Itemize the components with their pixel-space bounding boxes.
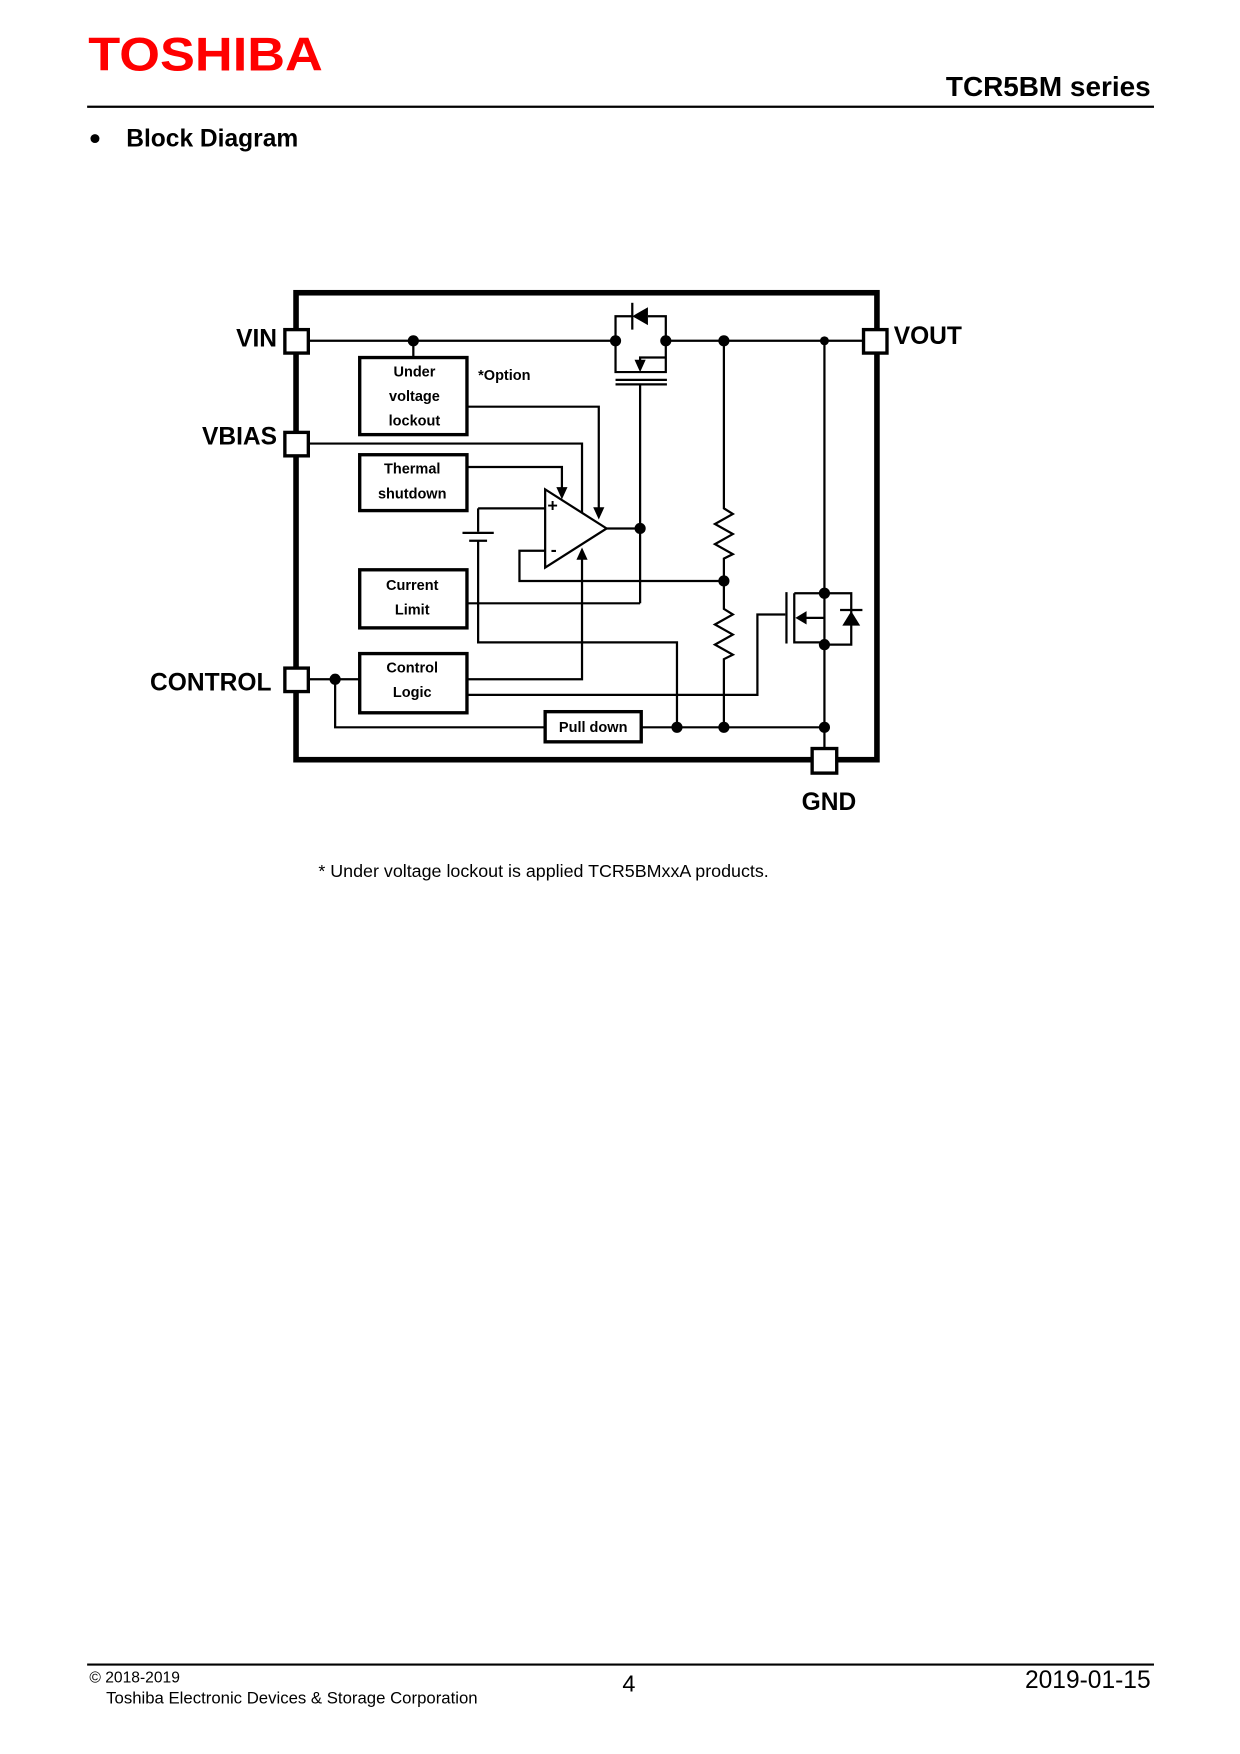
copyright: © 2018-2019 bbox=[89, 1669, 180, 1686]
ic-outline bbox=[293, 289, 880, 763]
toshiba-logo: TOSHIBA bbox=[88, 28, 323, 80]
uvlo-block: Under voltage lockout bbox=[358, 355, 469, 437]
error-amplifier bbox=[544, 487, 609, 570]
company-name: Toshiba Electronic Devices & Storage Cor… bbox=[106, 1689, 477, 1708]
section-title: Block Diagram bbox=[126, 125, 298, 152]
opamp-plus: + bbox=[547, 496, 557, 516]
svg-text:Under: Under bbox=[393, 365, 435, 381]
svg-text:Control: Control bbox=[386, 661, 438, 677]
svg-text:Logic: Logic bbox=[393, 685, 432, 701]
svg-text:Thermal: Thermal bbox=[384, 462, 440, 478]
revision-date: 2019-01-15 bbox=[1025, 1667, 1151, 1694]
pins bbox=[283, 327, 889, 775]
arrowheads bbox=[556, 302, 861, 626]
pin-vin: VIN bbox=[236, 325, 277, 352]
svg-text:voltage: voltage bbox=[389, 389, 440, 405]
current-limit-block: Current Limit bbox=[358, 568, 469, 630]
block-diagram: + - Under voltage lockout *Option Therma… bbox=[150, 289, 962, 816]
svg-text:shutdown: shutdown bbox=[378, 486, 447, 502]
pull-down-block: Pull down bbox=[543, 709, 643, 744]
option-note: *Option bbox=[478, 368, 530, 384]
svg-text:lockout: lockout bbox=[389, 414, 441, 430]
page-number: 4 bbox=[622, 1670, 635, 1696]
svg-text:Current: Current bbox=[386, 578, 439, 594]
opamp-minus: - bbox=[551, 539, 557, 559]
series-title: TCR5BM series bbox=[946, 71, 1151, 102]
control-logic-block: Control Logic bbox=[358, 651, 469, 715]
pin-vbias: VBIAS bbox=[202, 424, 277, 451]
pin-gnd: GND bbox=[802, 789, 857, 816]
thermal-shutdown-block: Thermal shutdown bbox=[358, 453, 469, 513]
svg-text:Limit: Limit bbox=[395, 602, 430, 618]
footnote: * Under voltage lockout is applied TCR5B… bbox=[318, 861, 768, 881]
junction-dots bbox=[329, 335, 831, 733]
pin-control: CONTROL bbox=[150, 669, 271, 696]
pin-vout: VOUT bbox=[894, 323, 962, 350]
bullet bbox=[90, 134, 100, 144]
svg-text:Pull down: Pull down bbox=[559, 720, 628, 736]
